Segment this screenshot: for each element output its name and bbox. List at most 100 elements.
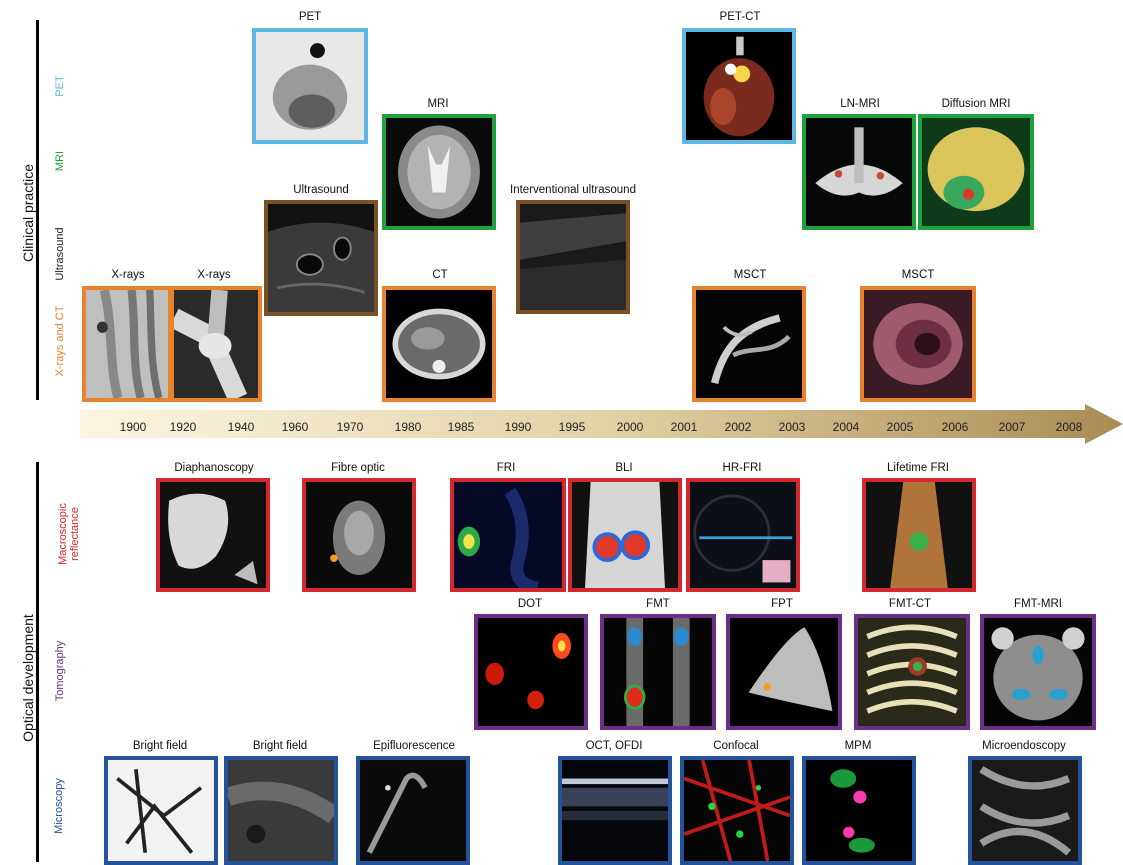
- caption-msct-2: MSCT: [902, 269, 935, 281]
- year-label: 1920: [170, 420, 197, 434]
- caption-diffusion-mri: Diffusion MRI: [942, 98, 1011, 110]
- caption-fmt-mri: FMT-MRI: [1014, 598, 1062, 610]
- caption-lifetime-fri: Lifetime FRI: [887, 462, 949, 474]
- caption-confocal: Confocal: [713, 740, 758, 752]
- card-diaphanoscopy: [156, 478, 270, 592]
- card-bright-field-2: [224, 756, 338, 865]
- msct-2-image: [864, 290, 972, 398]
- msct-1-image: [696, 290, 802, 398]
- caption-fri: FRI: [497, 462, 516, 474]
- ultrasound-image: [268, 204, 374, 312]
- row-label-ultrasound: Ultrasound: [54, 220, 66, 288]
- card-mpm: [802, 756, 916, 865]
- card-fmt-ct: [854, 614, 970, 730]
- card-fmt: [600, 614, 716, 730]
- epifluorescence-image: [360, 760, 466, 861]
- card-xrays-1: [82, 286, 172, 402]
- caption-ln-mri: LN-MRI: [840, 98, 880, 110]
- year-label: 2006: [942, 420, 969, 434]
- caption-hr-fri: HR-FRI: [723, 462, 762, 474]
- fibre-optic-image: [306, 482, 412, 588]
- card-hr-fri: [686, 478, 800, 592]
- card-bli: [568, 478, 682, 592]
- caption-msct-1: MSCT: [734, 269, 767, 281]
- year-label: 2008: [1056, 420, 1083, 434]
- caption-microendoscopy: Microendoscopy: [982, 740, 1066, 752]
- year-label: 1990: [505, 420, 532, 434]
- card-bright-field-1: [104, 756, 218, 865]
- year-label: 1900: [120, 420, 147, 434]
- bli-image: [572, 482, 678, 588]
- caption-mri: MRI: [427, 98, 448, 110]
- interventional-ultrasound-image: [520, 204, 626, 310]
- fmt-ct-image: [858, 618, 966, 726]
- card-pet-ct: [682, 28, 796, 144]
- year-label: 1960: [282, 420, 309, 434]
- caption-mpm: MPM: [845, 740, 872, 752]
- bright-field-2-image: [228, 760, 334, 861]
- card-ultrasound: [264, 200, 378, 316]
- caption-dot: DOT: [518, 598, 542, 610]
- card-pet: [252, 28, 368, 144]
- caption-pet: PET: [299, 11, 321, 23]
- caption-xrays-2: X-rays: [197, 269, 230, 281]
- optical-development-label: Optical development: [20, 610, 36, 746]
- caption-diaphanoscopy: Diaphanoscopy: [174, 462, 253, 474]
- row-label-xrays-ct: X-rays and CT: [54, 301, 66, 381]
- caption-interventional-ultrasound: Interventional ultrasound: [510, 184, 636, 196]
- caption-fibre-optic: Fibre optic: [331, 462, 385, 474]
- card-interventional-ultrasound: [516, 200, 630, 314]
- caption-bright-field-1: Bright field: [133, 740, 187, 752]
- pet-image: [256, 32, 364, 140]
- year-label: 1970: [337, 420, 364, 434]
- year-label: 1980: [395, 420, 422, 434]
- card-microendoscopy: [968, 756, 1082, 865]
- card-fibre-optic: [302, 478, 416, 592]
- pet-ct-image: [686, 32, 792, 140]
- card-epifluorescence: [356, 756, 470, 865]
- ln-mri-image: [806, 118, 912, 226]
- card-fri: [450, 478, 566, 592]
- year-label: 1985: [448, 420, 475, 434]
- lifetime-fri-image: [866, 482, 972, 588]
- row-label-macroscopic-reflectance: Macroscopic reflectance: [57, 491, 81, 577]
- diaphanoscopy-image: [160, 482, 266, 588]
- caption-xrays-1: X-rays: [111, 269, 144, 281]
- row-label-microscopy: Microscopy: [53, 774, 65, 838]
- card-diffusion-mri: [918, 114, 1034, 230]
- year-label: 2000: [617, 420, 644, 434]
- diffusion-mri-image: [922, 118, 1030, 226]
- fri-image: [454, 482, 562, 588]
- year-label: 2007: [999, 420, 1026, 434]
- oct-ofdi-image: [562, 760, 668, 861]
- card-ct: [382, 286, 496, 402]
- card-confocal: [680, 756, 794, 865]
- clinical-section-bar: [36, 20, 39, 400]
- caption-bli: BLI: [615, 462, 632, 474]
- ct-image: [386, 290, 492, 398]
- card-msct-2: [860, 286, 976, 402]
- year-label: 2004: [833, 420, 860, 434]
- caption-bright-field-2: Bright field: [253, 740, 307, 752]
- caption-pet-ct: PET-CT: [720, 11, 761, 23]
- year-label: 2002: [725, 420, 752, 434]
- clinical-practice-label: Clinical practice: [20, 153, 36, 273]
- year-label: 2001: [671, 420, 698, 434]
- confocal-image: [684, 760, 790, 861]
- optical-section-bar: [36, 462, 39, 862]
- hr-fri-image: [690, 482, 796, 588]
- card-msct-1: [692, 286, 806, 402]
- card-dot: [474, 614, 588, 730]
- caption-fmt: FMT: [646, 598, 670, 610]
- bright-field-1-image: [108, 760, 214, 861]
- caption-ct: CT: [432, 269, 447, 281]
- mri-image: [386, 118, 492, 226]
- year-label: 2005: [887, 420, 914, 434]
- card-fmt-mri: [980, 614, 1096, 730]
- mpm-image: [806, 760, 912, 861]
- card-mri: [382, 114, 496, 230]
- xrays-2-image: [174, 290, 258, 398]
- caption-fpt: FPT: [771, 598, 793, 610]
- fmt-mri-image: [984, 618, 1092, 726]
- year-label: 2003: [779, 420, 806, 434]
